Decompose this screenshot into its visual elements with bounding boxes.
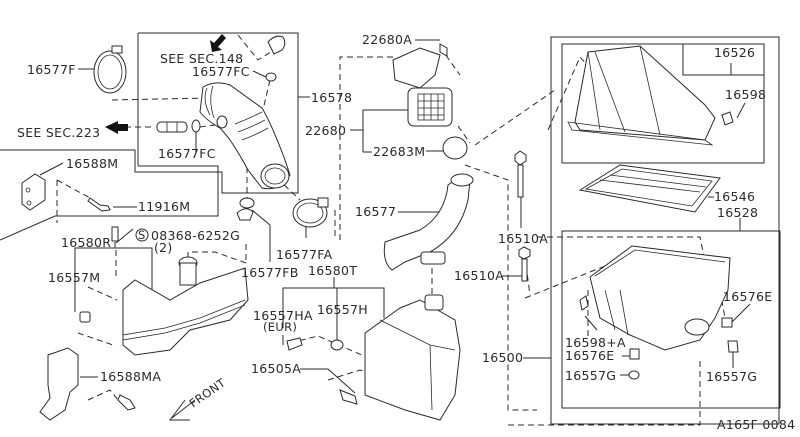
label-16557M: 16557M <box>48 270 100 285</box>
label-16588M: 16588M <box>66 156 118 171</box>
bracket-16588M <box>21 173 111 212</box>
label-16557G-left: 16557G <box>565 368 616 383</box>
label-16580R: 16580R <box>61 235 111 250</box>
inlet-duct-16578 <box>199 35 291 190</box>
leader-lines <box>39 39 751 394</box>
air-cleaner-body-16528 <box>579 245 739 380</box>
label-16546: 16546 <box>714 189 755 204</box>
label-11916M: 11916M <box>138 199 190 214</box>
label-16577: 16577 <box>355 204 396 219</box>
clip-16577FB <box>236 197 255 221</box>
label-qty-2: (2) <box>154 240 173 255</box>
label-16557G-right: 16557G <box>706 369 757 384</box>
label-see-sec-148: SEE SEC.148 <box>160 51 243 66</box>
frame-lines <box>0 32 781 425</box>
label-16557HA: 16557HA <box>253 308 313 323</box>
label-16577FB: 16577FB <box>241 265 299 280</box>
front-label: FRONT <box>187 375 229 410</box>
label-16577FC-top: 16577FC <box>192 64 250 79</box>
label-16500: 16500 <box>482 350 523 365</box>
label-16577FA: 16577FA <box>276 247 333 262</box>
label-16505A: 16505A <box>251 361 301 376</box>
label-22680: 22680 <box>305 123 346 138</box>
label-16576E-right: 16576E <box>723 289 772 304</box>
label-16510A-top: 16510A <box>498 231 548 246</box>
hose-clamp-16577FA <box>292 197 329 228</box>
screw-symbol-circle <box>135 228 149 242</box>
maf-sensor-22680 <box>392 43 468 160</box>
label-16577FC-bottom: 16577FC <box>158 146 216 161</box>
label-16580T: 16580T <box>308 263 357 278</box>
duct-16577 <box>383 173 474 271</box>
label-16557H: 16557H <box>317 302 368 317</box>
label-16510A-mid: 16510A <box>454 268 504 283</box>
label-16588MA: 16588MA <box>100 369 161 384</box>
label-22683M: 22683M <box>373 144 425 159</box>
screw-symbol-s: S <box>138 228 146 242</box>
label-16526: 16526 <box>714 45 755 60</box>
label-16598: 16598 <box>725 87 766 102</box>
drawing-id: A165F 0084 <box>717 417 795 432</box>
label-eur: (EUR) <box>263 320 297 334</box>
label-16576E-left: 16576E <box>565 348 614 363</box>
resonator-16580R <box>39 226 249 421</box>
air-filter-16546 <box>578 164 721 213</box>
label-08368-6252G: 08368-6252G <box>151 228 240 243</box>
resonator-16580T <box>286 294 461 421</box>
label-see-sec-223: SEE SEC.223 <box>17 125 100 140</box>
label-16528: 16528 <box>717 205 758 220</box>
bolt-16510A <box>514 150 531 282</box>
air-cleaner-cover-16526 <box>567 45 734 146</box>
label-22680A: 22680A <box>362 32 412 47</box>
front-arrow-icon <box>169 399 196 421</box>
label-16598-plus-A: 16598+A <box>565 335 626 350</box>
label-16577F: 16577F <box>27 62 76 77</box>
hose-clamp-16577F <box>93 45 127 94</box>
arrow-sec148-icon <box>210 34 226 52</box>
label-16578: 16578 <box>311 90 352 105</box>
hose-fitting-sec223 <box>105 119 201 134</box>
